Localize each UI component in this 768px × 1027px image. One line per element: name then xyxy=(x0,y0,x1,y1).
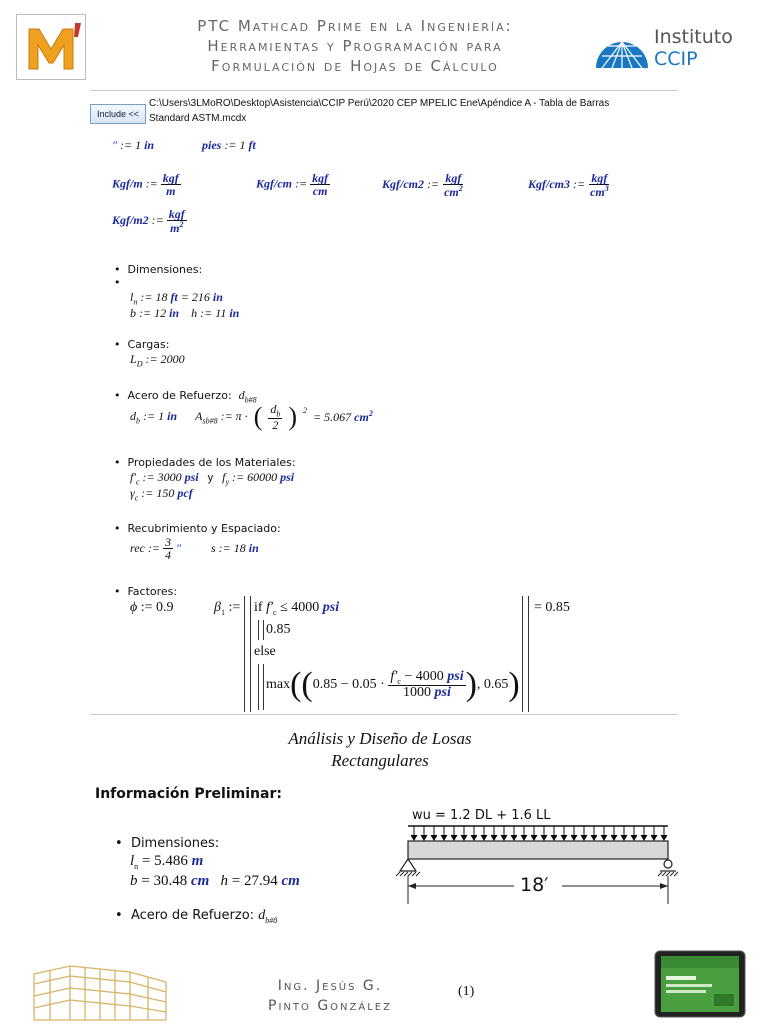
beta1-program-block: if f′c ≤ 4000 psi 0.85 else max((0.85 − … xyxy=(244,596,529,712)
worksheet-bottom-border xyxy=(90,714,678,715)
section-acero-label: Acero de Refuerzo: xyxy=(127,389,232,402)
prelim-dimensiones: • Dimensiones: xyxy=(115,836,220,851)
unit-def-feet: pies := 1 ft xyxy=(202,138,256,152)
footer-tablet-image xyxy=(654,950,746,1018)
building-frame-icon xyxy=(33,965,167,1021)
section-cargas-label: Cargas: xyxy=(127,338,170,351)
section-factores-label: Factores: xyxy=(127,585,178,598)
ccip-globe-icon xyxy=(596,40,648,69)
institute-acronym: CCIP xyxy=(654,48,698,70)
institute-logo: Instituto CCIP xyxy=(594,24,754,72)
beam-load-label: wu = 1.2 DL + 1.6 LL xyxy=(412,808,551,823)
footer-author-line-2: Pinto González xyxy=(268,998,392,1014)
eq-ln: ln := 18 ft = 216 in xyxy=(130,290,223,307)
unit-def-inch: ″ := 1 in xyxy=(112,138,155,152)
header-title-line-3: Formulación de Hojas de Cálculo xyxy=(211,57,499,75)
footer-author-line-1: Ing. Jesús G. xyxy=(277,978,383,994)
mathcad-logo-icon xyxy=(19,17,83,77)
prelim-heading: Información Preliminar: xyxy=(95,786,282,802)
tablet-icon xyxy=(654,950,746,1018)
beam-diagram: wu = 1.2 DL + 1.6 LL xyxy=(394,806,688,908)
beam-drawing xyxy=(395,825,679,904)
eq-fc-fy: f′c := 3000 psi y fy := 60000 psi xyxy=(130,470,295,487)
include-path-line-1: C:\Users\3LMoRO\Desktop\Asistencia\CCIP … xyxy=(149,98,610,109)
worksheet-top-border xyxy=(90,90,678,91)
eq-gamma-c: γc := 150 pcf xyxy=(130,486,193,503)
section-propiedades: • Propiedades de los Materiales: xyxy=(114,456,296,469)
beta1-result: = 0.85 xyxy=(534,600,570,615)
include-button[interactable]: Include << xyxy=(90,104,146,124)
section-dimensiones: • Dimensiones: xyxy=(114,263,203,276)
institute-name: Instituto xyxy=(654,26,733,48)
analysis-title-line-1: Análisis y Diseño de Losas xyxy=(288,729,472,748)
section-factores: • Factores: xyxy=(114,585,178,598)
section-propiedades-label: Propiedades de los Materiales: xyxy=(127,456,296,469)
beam-span-label: 18′ xyxy=(520,874,549,896)
footer-building-image xyxy=(30,962,170,1022)
prelim-acero-label: Acero de Refuerzo: xyxy=(130,908,255,923)
prelim-eq-ln: ln = 5.486 m xyxy=(130,853,204,871)
header-title-line-1: PTC Mathcad Prime en la Ingeniería: xyxy=(197,17,513,35)
page-number: (1) xyxy=(458,984,475,999)
app-logo xyxy=(16,14,86,80)
section-recubrimiento-label: Recubrimiento y Espaciado: xyxy=(127,522,281,535)
footer-author: Ing. Jesús G. Pinto González xyxy=(240,976,420,1016)
section-cargas: • Cargas: xyxy=(114,338,170,351)
eq-beta1-label: β1 := xyxy=(214,600,241,617)
section-dimensiones-label: Dimensiones: xyxy=(127,263,203,276)
analysis-title-line-2: Rectangulares xyxy=(331,751,429,770)
eq-phi: ϕ := 0.9 xyxy=(130,600,174,615)
eq-ld: LD := 2000 xyxy=(130,352,185,369)
section-recubrimiento: • Recubrimiento y Espaciado: xyxy=(114,522,281,535)
prelim-dimensiones-label: Dimensiones: xyxy=(130,836,220,851)
eq-b-h: b := 12 in h := 11 in xyxy=(130,306,240,320)
empty-bullet: • xyxy=(114,276,121,289)
header-title-line-2: Herramientas y Programación para xyxy=(207,37,503,55)
header-title: PTC Mathcad Prime en la Ingeniería: Herr… xyxy=(150,16,560,76)
section-acero: • Acero de Refuerzo: db#8 xyxy=(114,388,257,405)
prelim-acero: • Acero de Refuerzo: db#8 xyxy=(115,908,278,925)
prelim-eq-b-h: b = 30.48 cm h = 27.94 cm xyxy=(130,873,300,889)
include-path-line-2: Standard ASTM.mcdx xyxy=(149,113,247,124)
analysis-title: Análisis y Diseño de Losas Rectangulares xyxy=(200,728,560,772)
